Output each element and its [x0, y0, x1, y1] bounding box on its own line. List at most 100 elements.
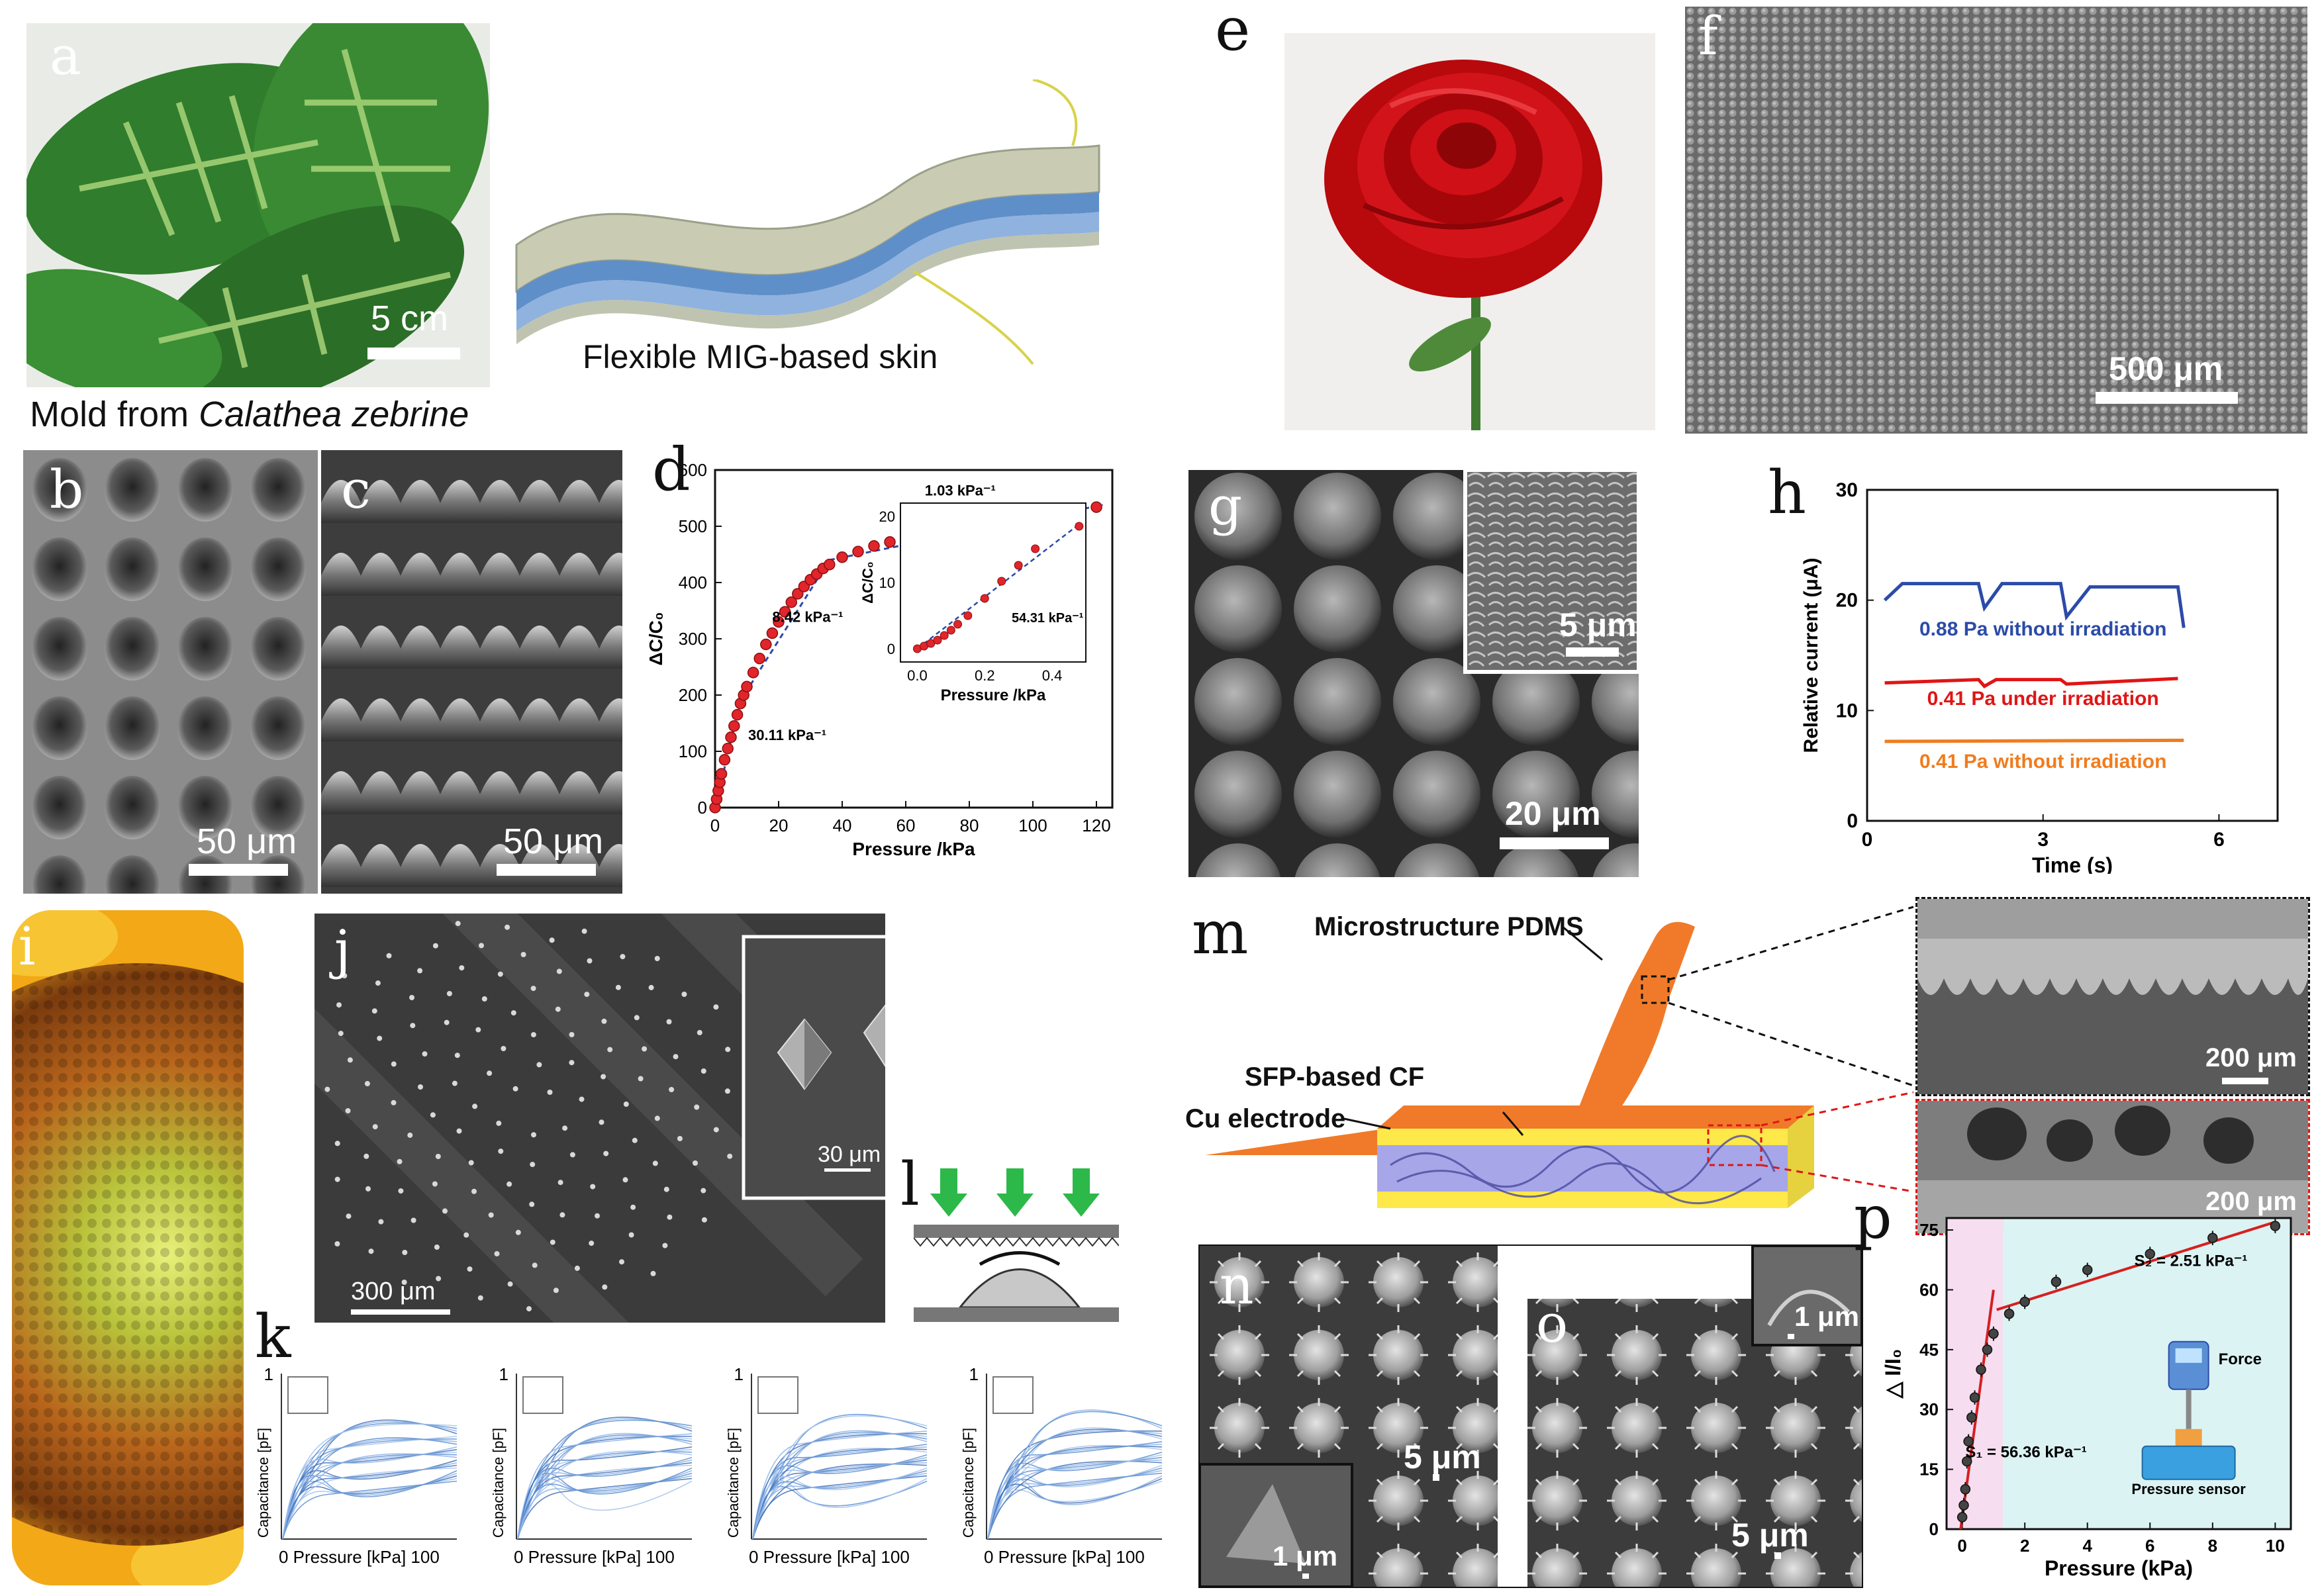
micropyramid-dot [391, 1100, 397, 1105]
k-curve-4 [987, 1456, 1163, 1540]
data-point-d [766, 627, 779, 639]
panel-j: j 300 μm 30 μm [314, 914, 885, 1323]
micropyramid-dot [531, 1132, 536, 1138]
k-y-axis-label-4: Capacitance [pF] [960, 1428, 977, 1538]
y-tick-label-d: 0 [698, 798, 707, 818]
x-tick-label-h: 6 [2213, 829, 2225, 851]
panel-letter-m: m [1192, 898, 1249, 968]
micropyramid-dot [700, 1188, 706, 1194]
micropyramid-dot [630, 1204, 636, 1210]
micropyramid-dot [700, 1068, 706, 1074]
micropyramid-dot [628, 1232, 634, 1238]
sensor-cross-section-l [914, 1168, 1119, 1322]
micropyramid-dot [662, 1243, 668, 1248]
k-x-axis-label-2: 0 Pressure [kPa] 100 [514, 1547, 675, 1567]
micropyramid-dot [338, 1031, 344, 1037]
panel-letter-o: o [1536, 1293, 1569, 1354]
x-tick-label-p: 4 [2082, 1536, 2092, 1556]
data-point-d [731, 709, 744, 721]
annotation-p-1: S₁ = 56.36 kPa⁻¹ [1965, 1444, 2086, 1462]
micropyramid-dot [607, 1047, 613, 1053]
micropyramid-dot [589, 1241, 595, 1246]
sem-micrograph-b [23, 450, 318, 894]
scale-label-b: 50 μm [197, 821, 297, 861]
k-curve-4 [987, 1429, 1163, 1540]
force-pad [2175, 1429, 2202, 1446]
micropyramid-dot [430, 1112, 436, 1118]
micropyramid-dot [459, 965, 465, 971]
inset-data-point-d [1075, 522, 1084, 531]
k-curve-3 [752, 1444, 928, 1540]
micropyramid-dot [391, 1061, 397, 1067]
skin-label: Flexible MIG-based skin [583, 338, 938, 375]
micropyramid-dot [515, 1229, 521, 1235]
micropyramid-dot [530, 1162, 536, 1168]
scale-bar-j [351, 1309, 450, 1315]
y-tick-label-p: 30 [1919, 1399, 1939, 1419]
k-curve-2 [517, 1446, 693, 1540]
micropyramid-dot [472, 1103, 478, 1109]
micropyramid-dot [713, 1004, 719, 1010]
inset-y-axis-label-d: ΔC/C₀ [859, 561, 876, 604]
data-point-p [2145, 1248, 2156, 1259]
k-y-tick-3: 1 [734, 1364, 744, 1384]
micropyramid-dot [501, 1046, 507, 1051]
rose-photo [1284, 33, 1655, 430]
micropyramid-dot [363, 1153, 369, 1159]
scale-label-f: 500 μm [2109, 350, 2223, 387]
x-tick-label-d: 100 [1018, 816, 1047, 835]
legend-sensor-label-p: Pressure sensor [2131, 1481, 2246, 1497]
k-curve-3 [752, 1470, 928, 1540]
y-tick-label-d: 600 [679, 460, 707, 480]
annotation-d-2: 8.42 kPa⁻¹ [772, 609, 843, 626]
inset-x-tick-label-d: 0.2 [975, 667, 995, 684]
force-rod [2186, 1389, 2192, 1429]
force-device-screen [2175, 1348, 2202, 1363]
micropyramid-dot [496, 1120, 502, 1126]
inset-data-point-d [963, 611, 973, 620]
micropyramid-dot [615, 984, 621, 990]
x-tick-label-p: 6 [2145, 1536, 2154, 1556]
panel-m-sem-top: 200 μm [1915, 897, 2310, 1096]
k-layout-thumbnail-1 [287, 1376, 328, 1414]
x-tick-label-h: 3 [2037, 829, 2049, 851]
y-axis-label-p: △ I/I₀ [1881, 1349, 1905, 1399]
data-point-p [2270, 1221, 2281, 1231]
k-curve-3 [752, 1431, 928, 1540]
k-curve-2 [517, 1467, 693, 1540]
data-point-p [2207, 1233, 2218, 1243]
k-curve-3 [752, 1415, 928, 1540]
k-curve-3 [752, 1467, 928, 1540]
x-axis-label-d: Pressure /kPa [852, 839, 975, 859]
inset-scale-label-n: 1 μm [1273, 1540, 1338, 1572]
k-curve-2 [517, 1478, 693, 1540]
micropyramid-dot [397, 1158, 403, 1164]
micropyramid-dot [603, 1150, 609, 1156]
caption-a: Mold from Calathea zebrine [30, 394, 469, 435]
data-point-d [868, 540, 880, 552]
micropyramid-dot [434, 1244, 440, 1250]
micropyramid-dot [713, 1127, 719, 1133]
label-microstructure-pdms: Microstructure PDMS [1314, 912, 1584, 941]
inset-annotation-d: 54.31 kPa⁻¹ [1012, 611, 1084, 626]
sem-micrograph-c [321, 450, 622, 894]
micropyramid-dot [324, 1086, 330, 1092]
micropyramid-dot [529, 1201, 535, 1207]
k-curve-4 [987, 1480, 1163, 1540]
panel-n: n 5 μm 1 μm [1198, 1244, 1863, 1588]
micropyramid-dot [409, 995, 414, 1000]
micropyramid-dot [553, 1288, 559, 1293]
k-curve-1 [282, 1467, 458, 1540]
inset-data-point-d [1031, 544, 1040, 553]
sem-cross-section-top [1917, 899, 2308, 1094]
data-point-p [1963, 1436, 1974, 1447]
micropyramid-dot [497, 971, 503, 977]
micropyramid-dot [650, 1270, 656, 1276]
panel-b: b 50 μm [23, 450, 318, 894]
micropyramid-dot [536, 1062, 542, 1068]
panel-f: f 500 μm [1685, 7, 2307, 434]
k-y-axis-label-3: Capacitance [pF] [725, 1428, 742, 1538]
k-curve-1 [282, 1421, 458, 1540]
micropyramid-dot [432, 943, 438, 949]
